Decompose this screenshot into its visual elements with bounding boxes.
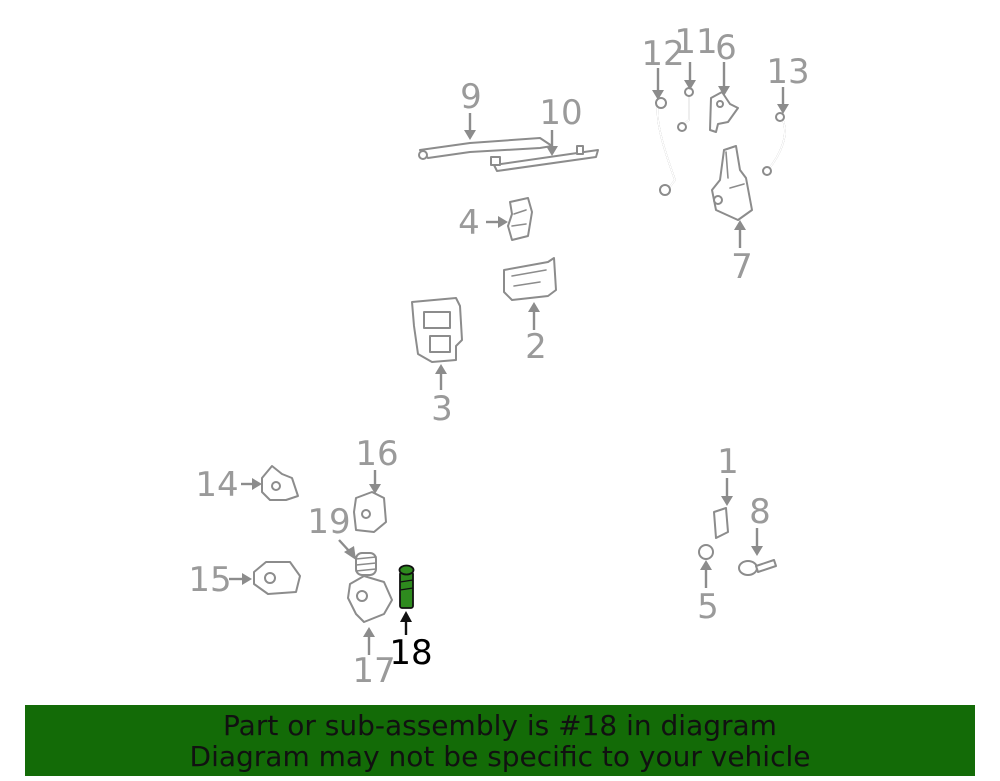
part-info-banner: Part or sub-assembly is #18 in diagram D… — [25, 705, 975, 776]
callout-18: 18 — [389, 633, 432, 673]
callout-4: 4 — [458, 203, 480, 243]
part-4-clip[interactable] — [507, 197, 533, 241]
part-19-spring[interactable] — [355, 552, 377, 576]
part-6-bracket[interactable] — [709, 91, 739, 133]
banner-line-disclaimer: Diagram may not be specific to your vehi… — [189, 740, 811, 773]
callout-14: 14 — [195, 465, 238, 505]
parts-diagram: 9 10 12 11 6 13 7 4 2 3 14 16 19 15 17 1… — [188, 22, 809, 691]
part-9-rod[interactable] — [418, 137, 553, 160]
callout-13: 13 — [766, 52, 809, 92]
part-15-hinge[interactable] — [253, 561, 301, 595]
part-13-rod[interactable] — [762, 112, 786, 176]
callout-5: 5 — [697, 587, 719, 627]
part-5-bushing[interactable] — [698, 544, 714, 560]
callout-7: 7 — [731, 247, 753, 287]
part-1-pad[interactable] — [713, 507, 729, 539]
callout-2: 2 — [525, 327, 547, 367]
callout-6: 6 — [715, 28, 737, 68]
callout-15: 15 — [188, 560, 231, 600]
part-17-hinge[interactable] — [347, 575, 393, 623]
part-8-bolt[interactable] — [738, 559, 777, 576]
callout-12: 12 — [641, 34, 684, 74]
callout-1: 1 — [717, 442, 739, 482]
callout-11: 11 — [674, 22, 717, 62]
callout-10: 10 — [539, 93, 582, 133]
part-7-actuator[interactable] — [711, 145, 753, 221]
part-2-handle-bracket[interactable] — [503, 257, 557, 301]
callout-3: 3 — [431, 389, 453, 429]
banner-line-part: Part or sub-assembly is #18 in diagram — [223, 709, 777, 742]
callout-17: 17 — [352, 651, 395, 691]
callout-9: 9 — [460, 77, 482, 117]
part-16-hinge[interactable] — [353, 491, 387, 533]
part-11-rod[interactable] — [677, 87, 694, 132]
callout-8: 8 — [749, 492, 771, 532]
part-14-hinge[interactable] — [261, 465, 299, 501]
part-12-rod[interactable] — [655, 97, 676, 196]
part-18-hinge-pin[interactable] — [398, 564, 415, 609]
part-10-rod[interactable] — [490, 145, 599, 172]
callout-16: 16 — [355, 434, 398, 474]
callout-19: 19 — [307, 502, 350, 542]
callout-arrows — [229, 62, 789, 655]
part-3-handle[interactable] — [411, 297, 463, 363]
